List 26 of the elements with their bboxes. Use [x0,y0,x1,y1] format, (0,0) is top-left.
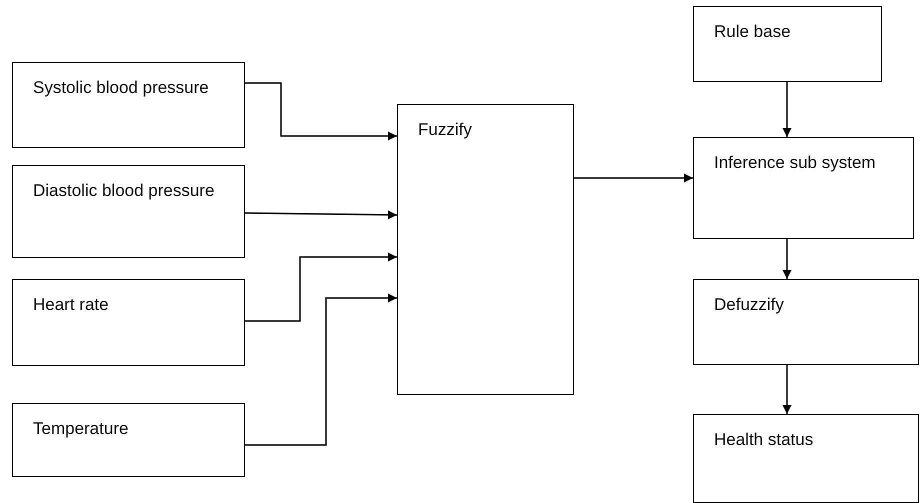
arrow [782,82,792,137]
process-box [693,414,919,503]
box-label: Heart rate [33,294,110,316]
process-box [12,165,245,258]
arrow [245,252,397,322]
box-label: Inference sub system [714,152,877,174]
box-label: Diastolic blood pressure [33,180,216,202]
arrow [245,82,397,140]
process-box [12,62,245,148]
arrow [245,294,397,446]
box-label: Defuzzify [714,294,785,316]
box-label: Health status [714,429,814,451]
box-label: Temperature [33,418,130,440]
process-box [693,279,919,365]
box-label: Fuzzify [418,119,473,141]
process-box [12,403,245,477]
arrow [782,365,792,414]
process-box [397,104,574,395]
arrow [245,210,397,220]
box-label: Systolic blood pressure [33,77,210,99]
arrow [782,239,792,279]
process-box [693,6,882,82]
arrow [574,174,693,182]
process-box [12,279,245,366]
box-label: Rule base [714,21,792,43]
process-box [693,137,914,239]
